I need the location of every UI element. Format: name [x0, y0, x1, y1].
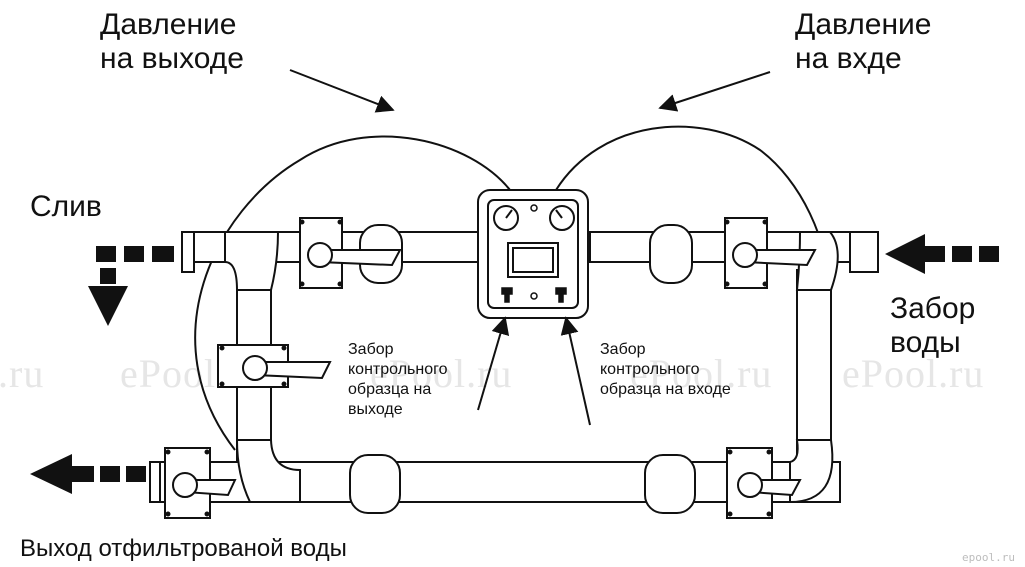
control-panel-display-inner: [512, 247, 554, 273]
label-pressure-in: Давление на вхде: [795, 8, 932, 75]
flow-arrow-icon-drain: [88, 246, 174, 326]
flow-arrow-icon-outlet: [30, 454, 146, 494]
pressure-gauge-icon-out: [493, 205, 519, 231]
label-water-intake: Забор воды: [890, 292, 976, 359]
pressure-gauge-icon-in: [549, 205, 575, 231]
watermark-3: ePool.ru: [630, 351, 773, 396]
valve-bottom-right-ball: [737, 472, 763, 498]
label-sample-in: Забор контрольного образца на входе: [600, 341, 731, 398]
outlet-stub: [149, 461, 161, 503]
sample-tap-icon-out: [501, 287, 513, 303]
label-filtered-out: Выход отфильтрованой воды: [20, 535, 347, 562]
flange-top-right: [649, 224, 693, 284]
valve-top-left-ball: [307, 242, 333, 268]
flange-bottom-right: [644, 454, 696, 514]
label-drain: Слив: [30, 190, 102, 223]
label-pressure-out: Давление на выходе: [100, 8, 244, 75]
panel-dot-top: [530, 204, 538, 212]
sample-tap-icon-in: [555, 287, 567, 303]
panel-dot-bottom: [530, 292, 538, 300]
pressure-out-hose: [194, 135, 511, 451]
valve-left-vertical-ball: [242, 355, 268, 381]
elbow-bottom-left: [235, 439, 301, 503]
inlet-stub: [849, 231, 879, 273]
label-sample-out: Забор контрольного образца на выходе: [348, 341, 448, 418]
flange-bottom-left: [349, 454, 401, 514]
valve-bottom-left-ball: [172, 472, 198, 498]
elbow-top-left: [224, 231, 280, 291]
callout-arrow-sample-in: [560, 316, 591, 426]
pipe-right-vertical: [796, 269, 832, 456]
pressure-in-hose: [555, 125, 831, 301]
elbow-bottom-right: [789, 439, 834, 504]
flow-arrow-icon-inlet: [885, 234, 999, 274]
callout-arrow-sample-out: [477, 316, 510, 411]
callout-arrow-pressure-in: [658, 71, 771, 112]
watermark-4: ePool.ru: [842, 351, 985, 396]
drain-stub: [181, 231, 195, 273]
callout-arrow-pressure-out: [289, 69, 395, 113]
valve-top-right-ball: [732, 242, 758, 268]
watermark-left-fragment: .ru: [0, 351, 45, 396]
brand-logo: epool.ru: [962, 551, 1015, 564]
